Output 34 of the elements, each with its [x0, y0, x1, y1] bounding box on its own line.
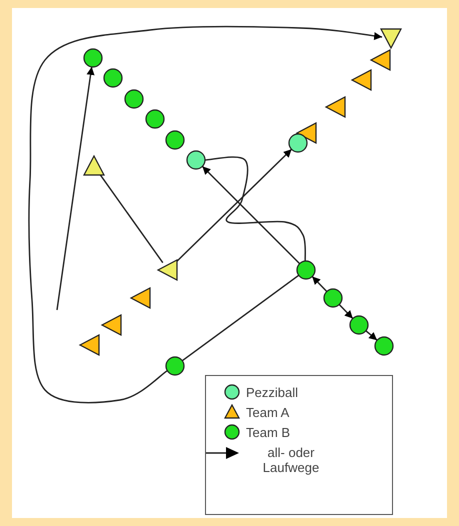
- legend-label: Team A: [246, 405, 290, 420]
- player-triangle: [83, 155, 105, 177]
- player-triangle: [296, 122, 318, 144]
- player-circle: [83, 48, 103, 68]
- player-circle: [165, 130, 185, 150]
- player-triangle: [380, 27, 402, 49]
- player-circle: [103, 68, 123, 88]
- ball-marker: [288, 133, 308, 153]
- player-triangle: [79, 334, 101, 356]
- path-line: [204, 156, 306, 262]
- player-triangle: [130, 287, 152, 309]
- arrow: [28, 26, 382, 404]
- legend-label: Pezziball: [246, 385, 298, 400]
- arrow: [365, 330, 378, 341]
- player-circle: [124, 89, 144, 109]
- player-triangle: [157, 259, 179, 281]
- arrow: [338, 304, 354, 319]
- player-circle: [296, 260, 316, 280]
- path-line: [182, 274, 300, 362]
- player-triangle: [325, 96, 347, 118]
- player-circle: [349, 315, 369, 335]
- arrow: [312, 276, 328, 292]
- arrow: [202, 166, 300, 264]
- player-circle: [323, 288, 343, 308]
- ball-marker: [186, 150, 206, 170]
- player-circle: [165, 356, 185, 376]
- player-triangle: [370, 49, 392, 71]
- player-circle: [145, 109, 165, 129]
- player-circle: [374, 336, 394, 356]
- legend-label: Team B: [246, 425, 290, 440]
- legend-label: all- oder Laufwege: [262, 445, 320, 475]
- player-triangle: [101, 314, 123, 336]
- arrow: [56, 66, 95, 310]
- player-triangle: [351, 69, 373, 91]
